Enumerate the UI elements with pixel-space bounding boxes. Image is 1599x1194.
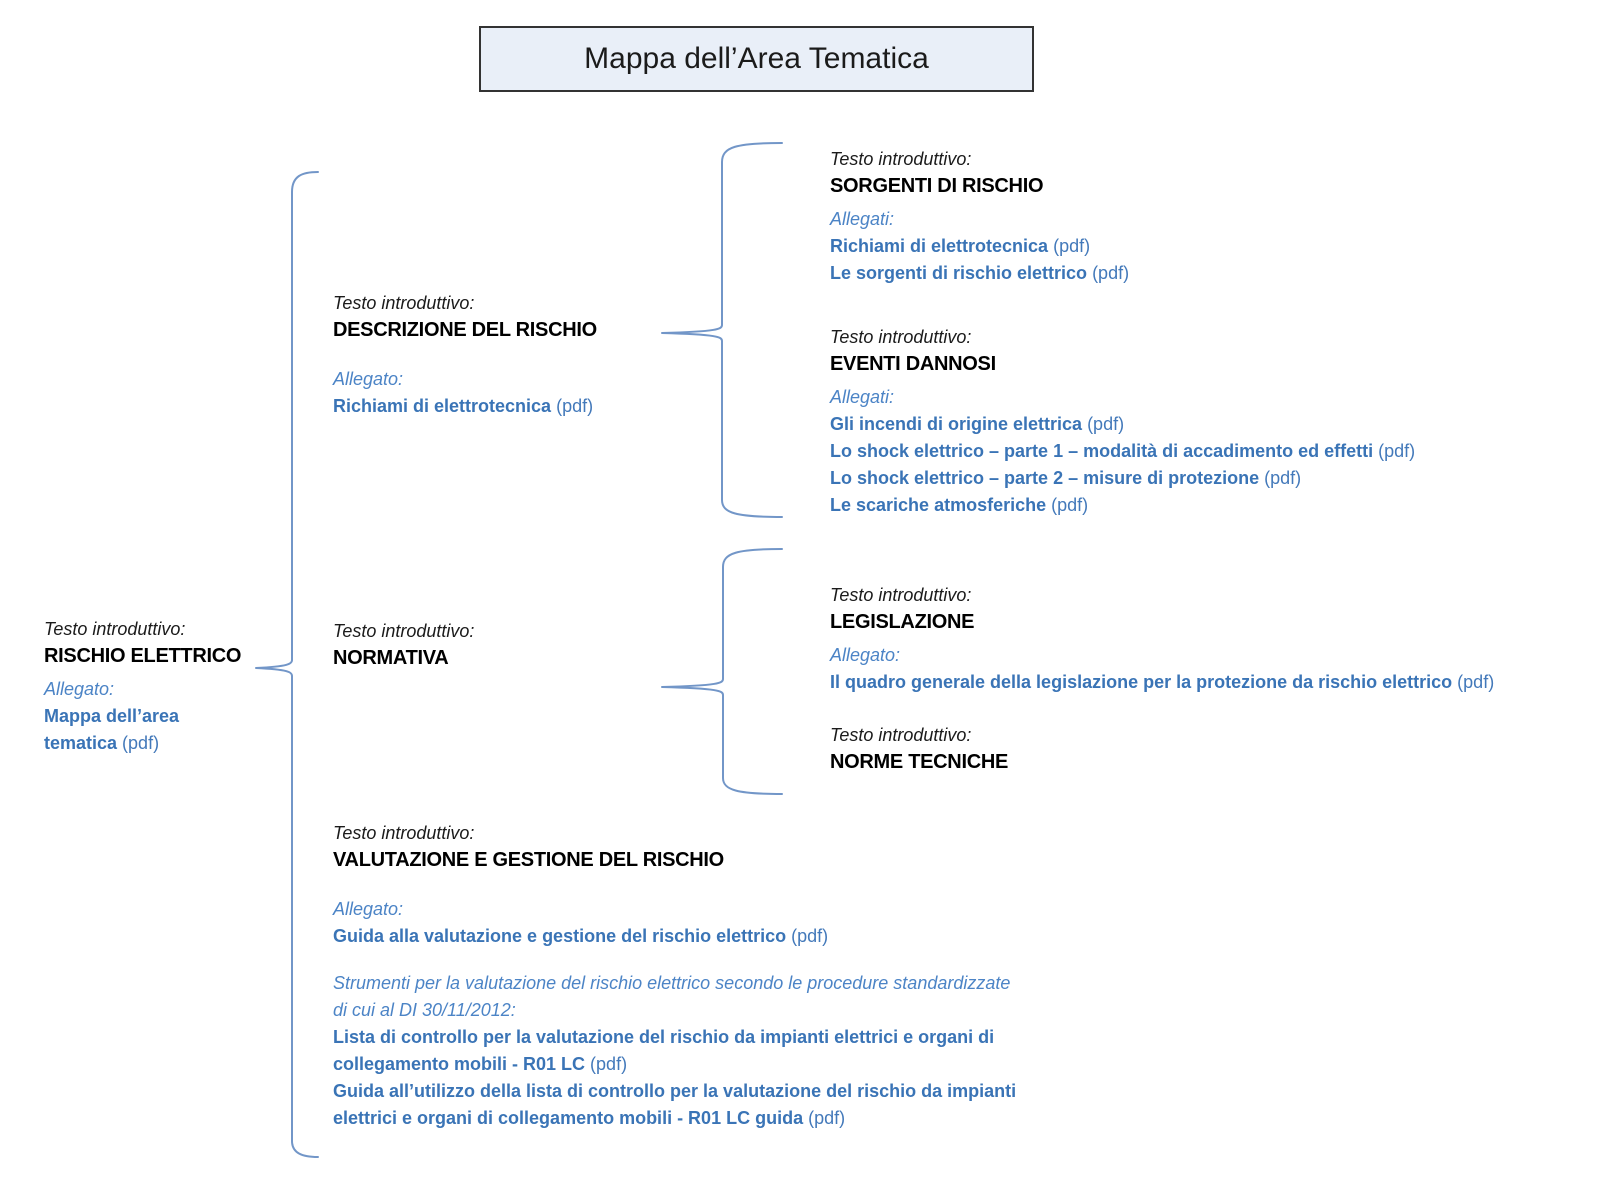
attachments-list: Richiami di elettrotecnica (pdf)Le sorge… (830, 233, 1129, 287)
attachment-link-text: Guida all’utilizzo della lista di contro… (333, 1081, 1017, 1101)
node-eventi: Testo introduttivo: EVENTI DANNOSI Alleg… (830, 324, 1415, 519)
attachment-link[interactable]: Le sorgenti di rischio elettrico (pdf) (830, 260, 1129, 287)
node-norme-tecniche: Testo introduttivo: NORME TECNICHE (830, 722, 1008, 776)
node-valutazione: Testo introduttivo: VALUTAZIONE E GESTIO… (333, 820, 1163, 1132)
pdf-suffix: (pdf) (1082, 414, 1125, 434)
attachments-list: Gli incendi di origine elettrica (pdf)Lo… (830, 411, 1415, 519)
node-title-normativa: NORMATIVA (333, 647, 449, 669)
attachment-link-text: Richiami di elettrotecnica (333, 396, 552, 416)
pdf-suffix: (pdf) (786, 926, 829, 946)
attachments-list: Guida alla valutazione e gestione del ri… (333, 923, 1163, 950)
note-line: Strumenti per la valutazione del rischio… (333, 973, 1011, 993)
attachment-link-text: Lo shock elettrico – parte 2 – misure di… (830, 468, 1260, 488)
attachments-label: Allegato: (830, 645, 901, 665)
node-title-eventi: EVENTI DANNOSI (830, 353, 996, 375)
attachments-label: Allegato: (333, 899, 404, 919)
attachments-label: Allegato: (44, 679, 115, 699)
node-descrizione: Testo introduttivo: DESCRIZIONE DEL RISC… (333, 290, 597, 420)
brace-normativa-to-children (661, 548, 783, 795)
node-sorgenti: Testo introduttivo: SORGENTI DI RISCHIO … (830, 146, 1129, 287)
attachment-link-text: Lo shock elettrico – parte 1 – modalità … (830, 441, 1374, 461)
attachment-link-line[interactable]: Guida all’utilizzo della lista di contro… (333, 1078, 1163, 1105)
attachment-link-line[interactable]: Lista di controllo per la valutazione de… (333, 1024, 1163, 1051)
attachments-label: Allegati: (830, 209, 895, 229)
brace-root-to-middle (255, 171, 319, 1158)
map-title-box: Mappa dell’Area Tematica (479, 26, 1034, 92)
pdf-suffix: (pdf) (1259, 468, 1302, 488)
attachment-link-text: Mappa dell’area tematica (44, 706, 180, 753)
tools-note: Strumenti per la valutazione del rischio… (333, 970, 1163, 1024)
pdf-suffix: (pdf) (1373, 441, 1416, 461)
attachment-link[interactable]: Gli incendi di origine elettrica (pdf) (830, 411, 1415, 438)
attachment-link-text: Guida alla valutazione e gestione del ri… (333, 926, 787, 946)
pdf-suffix: (pdf) (803, 1108, 846, 1128)
attachment-link-line[interactable]: elettrici e organi di collegamento mobil… (333, 1105, 1163, 1132)
attachment-link-text: Le scariche atmosferiche (830, 495, 1047, 515)
intro-label: Testo introduttivo: (333, 823, 475, 843)
brace-descrizione-to-children (661, 142, 783, 518)
note-line: di cui al DI 30/11/2012: (333, 1000, 516, 1020)
node-legislazione: Testo introduttivo: LEGISLAZIONE Allegat… (830, 582, 1494, 696)
pdf-suffix: (pdf) (551, 396, 594, 416)
attachment-link-text: Lista di controllo per la valutazione de… (333, 1027, 995, 1047)
tools-list: Lista di controllo per la valutazione de… (333, 1024, 1163, 1132)
node-title-descrizione: DESCRIZIONE DEL RISCHIO (333, 319, 597, 341)
pdf-suffix: (pdf) (117, 733, 160, 753)
node-title-legislazione: LEGISLAZIONE (830, 611, 975, 633)
intro-label: Testo introduttivo: (830, 149, 972, 169)
intro-label: Testo introduttivo: (333, 621, 475, 641)
intro-label: Testo introduttivo: (830, 725, 972, 745)
attachment-link-text: collegamento mobili - R01 LC (333, 1054, 586, 1074)
attachment-link-text: Il quadro generale della legislazione pe… (830, 672, 1453, 692)
attachment-link[interactable]: Guida alla valutazione e gestione del ri… (333, 923, 1163, 950)
pdf-suffix: (pdf) (1087, 263, 1130, 283)
attachment-link-line[interactable]: collegamento mobili - R01 LC (pdf) (333, 1051, 1163, 1078)
attachments-list: Richiami di elettrotecnica (pdf) (333, 393, 597, 420)
pdf-suffix: (pdf) (585, 1054, 628, 1074)
attachment-link-text: Gli incendi di origine elettrica (830, 414, 1083, 434)
attachment-link[interactable]: Mappa dell’area tematica (pdf) (44, 703, 239, 757)
attachments-list: Mappa dell’area tematica (pdf) (44, 703, 254, 757)
pdf-suffix: (pdf) (1046, 495, 1089, 515)
attachment-link-text: Le sorgenti di rischio elettrico (830, 263, 1088, 283)
pdf-suffix: (pdf) (1452, 672, 1495, 692)
node-title-valutazione: VALUTAZIONE E GESTIONE DEL RISCHIO (333, 849, 724, 871)
intro-label: Testo introduttivo: (830, 585, 972, 605)
attachment-link[interactable]: Il quadro generale della legislazione pe… (830, 669, 1494, 696)
node-title-rischio-elettrico: RISCHIO ELETTRICO (44, 645, 242, 667)
attachment-link-text: Richiami di elettrotecnica (830, 236, 1049, 256)
attachment-link[interactable]: Richiami di elettrotecnica (pdf) (830, 233, 1129, 260)
pdf-suffix: (pdf) (1048, 236, 1091, 256)
attachment-link[interactable]: Richiami di elettrotecnica (pdf) (333, 393, 597, 420)
intro-label: Testo introduttivo: (333, 293, 475, 313)
node-rischio-elettrico: Testo introduttivo: RISCHIO ELETTRICO Al… (44, 616, 254, 757)
map-title: Mappa dell’Area Tematica (584, 42, 929, 75)
attachments-label: Allegato: (333, 369, 404, 389)
node-normativa: Testo introduttivo: NORMATIVA (333, 618, 474, 672)
node-title-sorgenti: SORGENTI DI RISCHIO (830, 175, 1044, 197)
intro-label: Testo introduttivo: (830, 327, 972, 347)
attachment-link[interactable]: Lo shock elettrico – parte 1 – modalità … (830, 438, 1415, 465)
attachment-link[interactable]: Le scariche atmosferiche (pdf) (830, 492, 1415, 519)
attachment-link[interactable]: Lo shock elettrico – parte 2 – misure di… (830, 465, 1415, 492)
attachments-list: Il quadro generale della legislazione pe… (830, 669, 1494, 696)
intro-label: Testo introduttivo: (44, 619, 186, 639)
attachments-label: Allegati: (830, 387, 895, 407)
attachment-link-text: elettrici e organi di collegamento mobil… (333, 1108, 804, 1128)
node-title-norme-tecniche: NORME TECNICHE (830, 751, 1009, 773)
